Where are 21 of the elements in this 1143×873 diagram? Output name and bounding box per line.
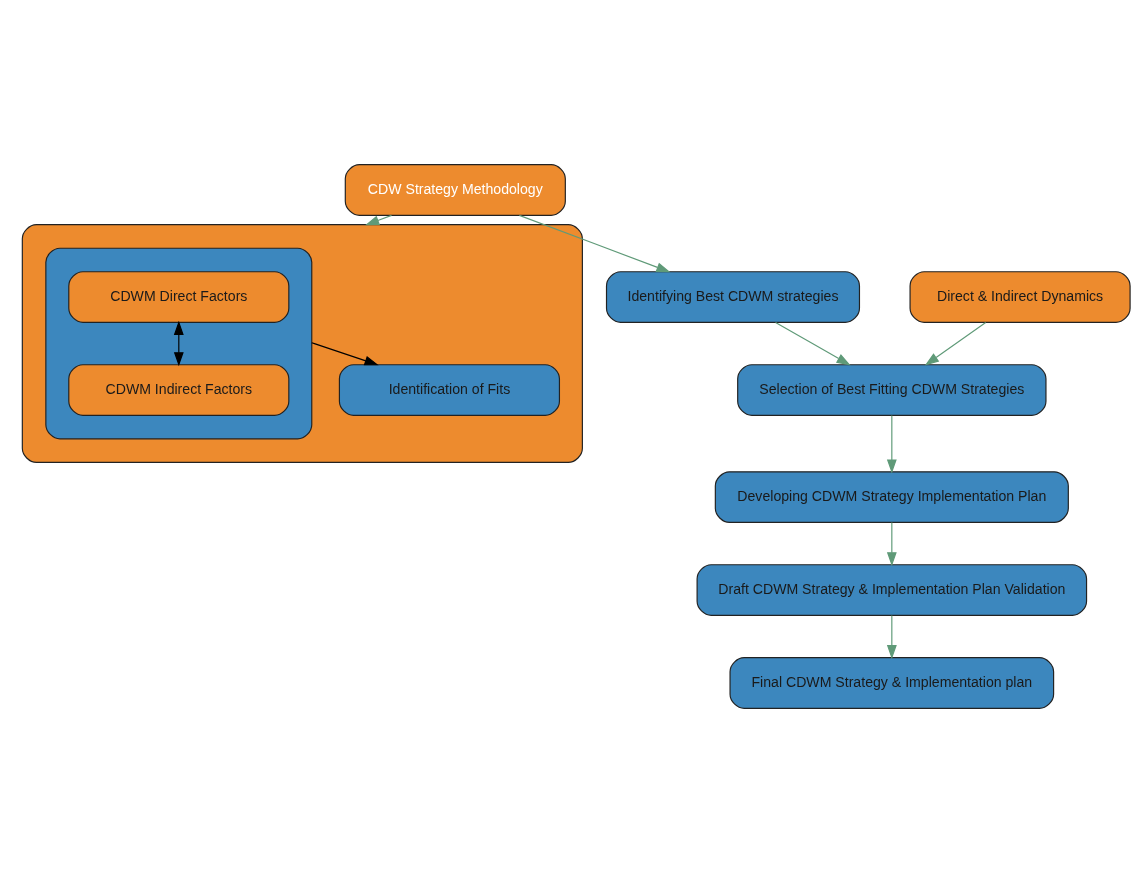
node-box: Developing CDWM Strategy Implementation Plan [714,471,1069,523]
arrow [365,214,393,226]
node-box: Draft CDWM Strategy & Implementation Plan Validation [696,564,1088,616]
arrow [924,321,987,366]
node-box: Identification of Fits [338,364,561,416]
node-box: Final CDWM Strategy & Implementation plan [729,657,1055,709]
cluster [45,247,313,440]
arrow [518,214,671,273]
node-box: Direct & Indirect Dynamics [909,271,1131,323]
cluster [21,224,583,463]
arrow [886,414,897,474]
node-box: CDWM Indirect Factors [68,364,290,416]
arrow [311,342,379,366]
arrow [886,614,897,660]
node-box: Selection of Best Fitting CDWM Strategies [737,364,1047,416]
node-box: CDWM Direct Factors [68,271,290,323]
node-box: Identifying Best CDWM strategies [605,271,861,323]
arrow [886,521,897,567]
arrow [173,320,184,367]
node-box: CDW Strategy Methodology [344,164,566,216]
arrow [774,321,851,366]
